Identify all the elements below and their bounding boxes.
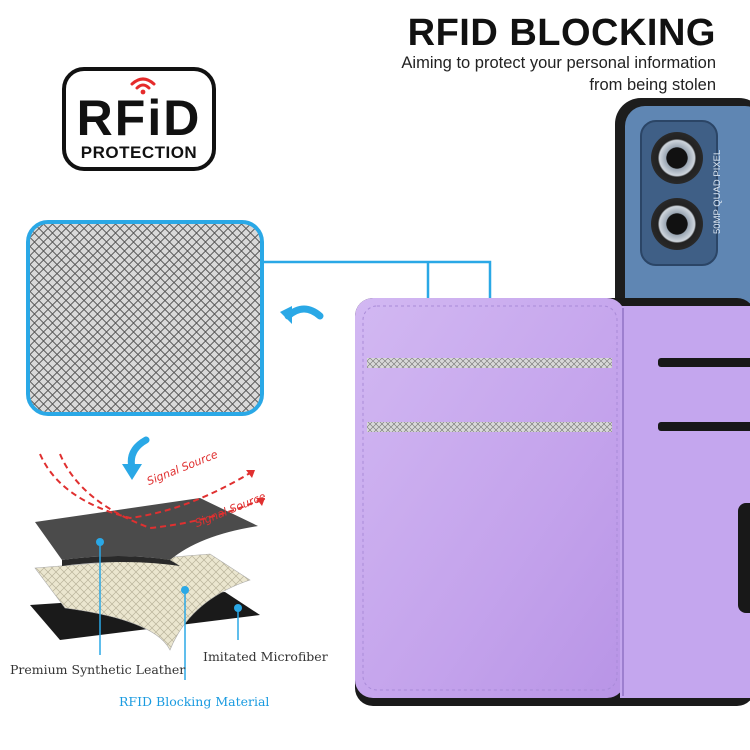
- subline: Aiming to protect your personal informat…: [401, 52, 716, 96]
- mesh-pattern: [30, 224, 260, 412]
- camera-lens-2: [651, 198, 703, 250]
- curved-arrow-icon: [280, 305, 324, 324]
- layer-diagram: [30, 453, 266, 680]
- rfid-badge: RFiD PROTECTION: [62, 67, 216, 171]
- label-rfid-material: RFID Blocking Material: [119, 694, 270, 709]
- layer-leather: [35, 498, 258, 560]
- label-microfiber: Imitated Microfiber: [203, 649, 328, 664]
- layer-microfiber: [34, 553, 251, 651]
- badge-sub: PROTECTION: [80, 143, 198, 162]
- camera-text: 50MP QUAD PIXEL: [712, 149, 723, 234]
- label-leather: Premium Synthetic Leather: [10, 662, 186, 677]
- headline: RFID BLOCKING: [407, 12, 716, 54]
- camera-lens-1: [651, 132, 703, 184]
- subline-line-2: from being stolen: [589, 76, 716, 94]
- subline-line-1: Aiming to protect your personal informat…: [401, 54, 716, 72]
- curved-arrow-down-icon: [122, 436, 150, 480]
- wallet-illustration: [355, 298, 750, 706]
- wifi-signal-icon: [130, 77, 156, 95]
- rfid-mesh-swatch: [26, 220, 264, 416]
- wallet-case: [355, 298, 750, 708]
- badge-word: RFiD: [76, 90, 202, 146]
